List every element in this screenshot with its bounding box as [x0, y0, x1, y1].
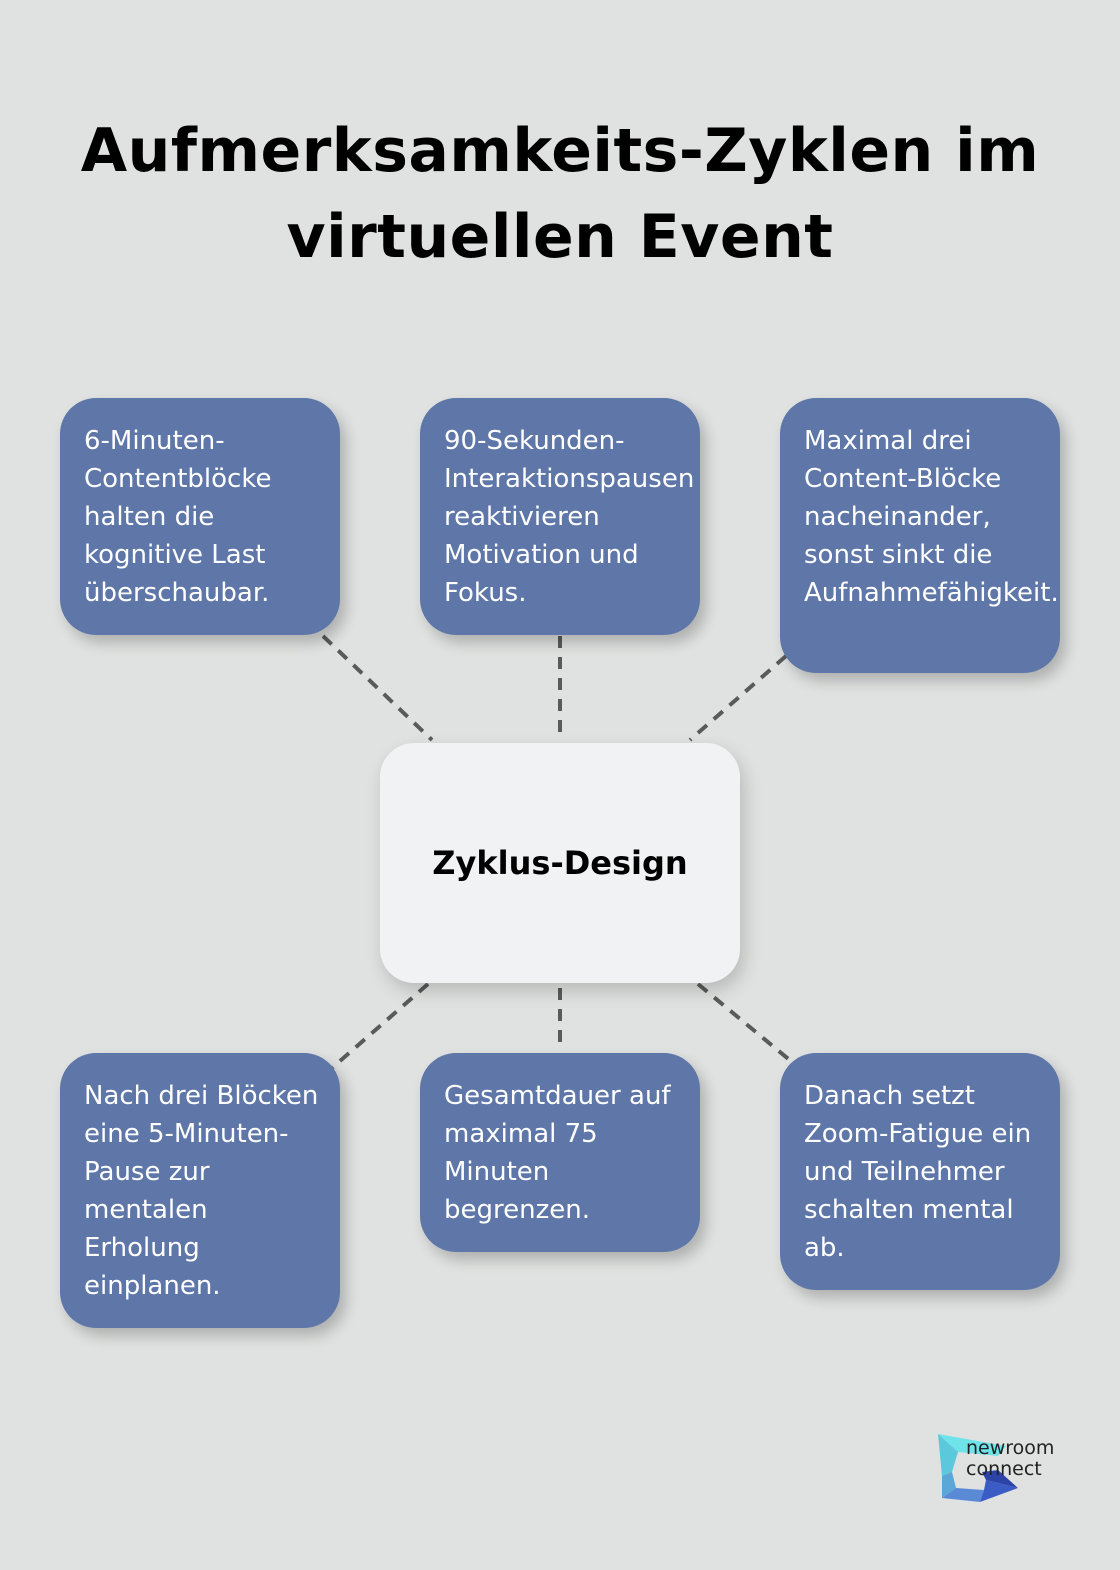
title-line-2: virtuellen Event: [286, 202, 834, 272]
card-max-three-blocks: Maximal drei Content-Blöcke nacheinander…: [780, 398, 1060, 673]
card-content-blocks: 6-Minuten-Contentblöcke halten die kogni…: [60, 398, 340, 635]
card-text: 6-Minuten-Contentblöcke halten die kogni…: [84, 426, 272, 608]
card-text: Nach drei Blöcken eine 5-Minuten-Pause z…: [84, 1081, 319, 1301]
center-label: Zyklus-Design: [432, 844, 688, 882]
title-line-1: Aufmerksamkeits-Zyklen im: [80, 116, 1040, 186]
card-pause: Nach drei Blöcken eine 5-Minuten-Pause z…: [60, 1053, 340, 1328]
card-text: 90-Sekunden-Interaktionspausen reaktivie…: [444, 426, 695, 608]
center-node: Zyklus-Design: [380, 743, 740, 983]
connector-bottom-right: [696, 982, 794, 1064]
logo-line-1: newroom: [966, 1437, 1055, 1459]
card-total-duration: Gesamtdauer auf maximal 75 Minuten begre…: [420, 1053, 700, 1252]
logo-line-2: connect: [966, 1458, 1042, 1480]
newroom-connect-logo-icon: [938, 1434, 1018, 1502]
card-text: Maximal drei Content-Blöcke nacheinander…: [804, 426, 1059, 608]
card-text: Danach setzt Zoom-Fatigue ein und Teilne…: [804, 1081, 1032, 1263]
logo-text: newroom connect: [966, 1438, 1054, 1480]
connector-top-left: [321, 634, 434, 742]
card-text: Gesamtdauer auf maximal 75 Minuten begre…: [444, 1081, 671, 1225]
card-interaction-breaks: 90-Sekunden-Interaktionspausen reaktivie…: [420, 398, 700, 635]
card-zoom-fatigue: Danach setzt Zoom-Fatigue ein und Teilne…: [780, 1053, 1060, 1290]
connector-top-right: [688, 654, 788, 742]
connector-bottom-left: [330, 982, 430, 1070]
page-title: Aufmerksamkeits-Zyklen im virtuellen Eve…: [0, 108, 1120, 280]
